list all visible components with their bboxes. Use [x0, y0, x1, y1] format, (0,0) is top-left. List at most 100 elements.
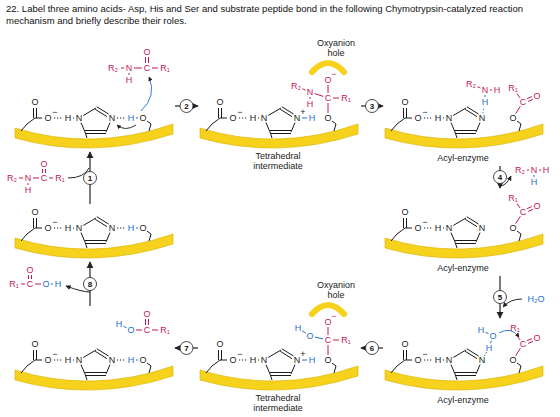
chemical-bond: [152, 68, 158, 69]
chemical-bond: [212, 118, 220, 124]
chemical-bond: [97, 349, 109, 356]
chemical-bond: [465, 109, 477, 116]
chemical-bond: [534, 175, 535, 177]
molecule-atom: H: [25, 185, 32, 195]
step-circle: [180, 342, 193, 355]
chemical-bond: [405, 228, 412, 229]
enzyme-surface: [15, 366, 173, 390]
enzyme-surface: [200, 124, 358, 148]
chemical-bond: [391, 124, 397, 131]
atom-label: H: [250, 355, 257, 365]
chemical-bond: [280, 109, 292, 116]
chemical-bond: [149, 124, 151, 131]
molecule-atom: H: [543, 165, 550, 175]
atom-label: O: [324, 113, 331, 123]
atom-label: −: [331, 69, 336, 79]
chemical-bond: [136, 360, 138, 361]
atom-label: H: [65, 223, 72, 233]
chemical-bond: [517, 204, 520, 208]
step-circle: [180, 100, 193, 113]
atom-label: N: [76, 223, 83, 233]
chemical-bond: [218, 108, 219, 118]
enzyme-surface: [15, 234, 173, 258]
chemical-bond: [334, 124, 336, 131]
enzyme-panel: [15, 57, 173, 148]
chemical-bond: [33, 108, 34, 118]
atom-label: R₁: [160, 63, 170, 73]
chemical-bond: [391, 366, 397, 373]
chemical-bond: [145, 319, 146, 325]
chemical-bond: [270, 374, 272, 380]
chemical-bond: [483, 107, 484, 113]
reaction-panel: Oxyanion holeTetrahedral intermediateOO−…: [198, 36, 361, 172]
chemical-bond: [406, 350, 407, 360]
molecule-atom: R₂: [515, 165, 525, 175]
chemical-bond: [21, 124, 27, 131]
panel-caption: Acyl-enzyme: [437, 395, 489, 405]
enzyme-surface: [200, 366, 358, 390]
chemical-bond: [455, 133, 476, 134]
molecule-atom: N: [25, 173, 32, 183]
enzyme-panel: [385, 87, 543, 148]
atom-label: O: [143, 309, 150, 319]
question-text: 22. Label three amino acids- Asp, His an…: [6, 3, 552, 27]
chemical-bond: [148, 319, 149, 325]
chemical-bond: [333, 340, 339, 341]
chemical-bond: [328, 345, 329, 355]
chemical-bond: [123, 326, 126, 328]
step-circle: [84, 278, 97, 291]
chemical-bond: [106, 123, 110, 132]
chemical-bond: [455, 374, 457, 380]
chemical-bond: [455, 130, 476, 131]
reaction-panel: Acyl-enzymeOO−HNNR₂NHHOCOR₁: [383, 74, 545, 166]
atom-label: N: [109, 223, 116, 233]
atom-label: O: [533, 91, 540, 101]
chemical-bond: [527, 339, 532, 341]
atom-label: H: [116, 319, 123, 329]
chemical-bond: [476, 123, 480, 132]
chemical-bond: [31, 275, 32, 279]
atom-label: N: [307, 87, 314, 97]
chemical-bond: [332, 363, 336, 366]
atom-label: H: [435, 223, 442, 233]
step-circle: [494, 171, 507, 184]
atom-label: H: [494, 85, 501, 95]
chemical-bond: [239, 360, 248, 361]
chemical-bond: [270, 375, 291, 376]
chemical-bond: [95, 219, 107, 226]
chemical-bond: [81, 365, 85, 374]
atom-label: O: [139, 113, 146, 123]
atom-label: O: [533, 201, 540, 211]
atom-label: −: [52, 107, 57, 117]
step-number: 4: [498, 173, 502, 182]
chemical-bond: [266, 365, 270, 374]
chemical-bond: [117, 228, 126, 229]
atom-label: O: [31, 339, 38, 349]
panel-caption: Acyl-enzyme: [437, 263, 489, 273]
chemical-bond: [19, 178, 23, 179]
chemical-bond: [517, 231, 521, 234]
chemical-bond: [85, 243, 106, 244]
chemical-bond: [302, 89, 305, 90]
atom-label: N: [479, 113, 486, 123]
atom-label: C: [520, 97, 527, 107]
chemical-bond: [106, 233, 110, 242]
molecule-atom: N: [531, 165, 538, 175]
chemical-bond: [83, 108, 96, 115]
chemical-bond: [397, 118, 405, 124]
chemical-bond: [291, 123, 295, 132]
molecule-atom: C: [27, 279, 34, 289]
molecule-atom: H: [531, 177, 538, 187]
step-number: 3: [370, 102, 374, 111]
atom-label: N: [446, 355, 453, 365]
chemical-bond: [485, 332, 488, 334]
atom-label: C: [325, 93, 332, 103]
chemical-bond: [49, 178, 53, 179]
electron-arrow: [117, 125, 136, 129]
panel-caption: Acyl-enzyme: [437, 153, 489, 163]
atom-label: C: [144, 325, 151, 335]
chemical-bond: [270, 132, 272, 138]
atom-label: O: [127, 325, 134, 335]
atom-label: O: [414, 223, 421, 233]
